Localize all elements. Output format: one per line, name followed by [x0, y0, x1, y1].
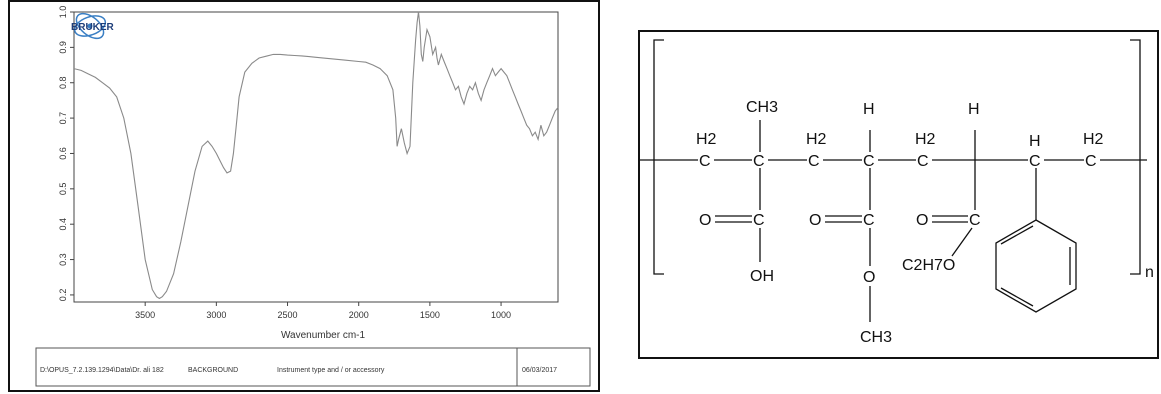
x-tick-label: 3500 [135, 310, 155, 320]
footer-box [35, 347, 591, 387]
label-c-carbonyl-3: C [969, 212, 981, 229]
label-c-carbonyl-2: C [863, 212, 875, 229]
label-h2-4: H2 [1083, 131, 1104, 148]
plot-frame [73, 11, 559, 303]
footer-mode: BACKGROUND [188, 367, 238, 374]
label-o-1: O [699, 212, 711, 229]
x-axis-label: Wavenumber cm-1 [281, 330, 366, 341]
x-tick-label: 3000 [206, 310, 226, 320]
left-bracket [653, 39, 664, 275]
x-tick-label: 2000 [349, 310, 369, 320]
atom-c1: C [699, 153, 711, 170]
label-h-phenyl: H [1029, 133, 1041, 150]
chart-axes: 3500 3000 2500 2000 1500 1000 0.2 0.3 0.4 0.5 0.6 0… [58, 6, 559, 320]
y-tick-label: 0.9 [58, 41, 68, 54]
y-tick-label: 0.8 [58, 76, 68, 89]
label-ch3-bottom: CH3 [860, 329, 892, 346]
ir-spectrum-panel: 3500 3000 2500 2000 1500 1000 0.2 0.3 0.4 0.5 0.6 0… [8, 0, 600, 392]
plot-area [73, 11, 559, 300]
atom-c6: C [1029, 153, 1041, 170]
bruker-logo-text: BRUKER [71, 22, 115, 33]
atom-c4: C [863, 153, 875, 170]
label-h2-2: H2 [806, 131, 827, 148]
y-tick-label: 0.7 [58, 112, 68, 125]
ir-spectrum-chart: 3500 3000 2500 2000 1500 1000 0.2 0.3 0.4 0.5 0.6 0… [35, 6, 591, 387]
label-h2-3: H2 [915, 131, 936, 148]
bruker-logo: BRUKER [71, 12, 115, 40]
x-tick-label: 1500 [420, 310, 440, 320]
label-h-top-2: H [968, 101, 980, 118]
label-o-2: O [809, 212, 821, 229]
spectrum-series-line [73, 11, 559, 300]
phenyl-ring [995, 219, 1077, 313]
right-bracket [1130, 39, 1141, 275]
label-ester-group: C2H7O [902, 257, 955, 274]
atom-labels: C C C C C C C H2 H2 H2 H2 H CH3 H H O C … [696, 99, 1104, 346]
y-tick-label: 0.6 [58, 147, 68, 160]
polymer-structure-diagram: n [640, 39, 1154, 346]
atom-c5: C [917, 153, 929, 170]
label-ch3-top: CH3 [746, 99, 778, 116]
repeat-index: n [1145, 264, 1154, 281]
footer-path: D:\OPUS_7.2.139.1294\Data\Dr. ali 182 [40, 367, 164, 374]
footer-date: 06/03/2017 [522, 367, 557, 374]
label-o-ether: O [863, 269, 875, 286]
backbone-bonds [640, 120, 1147, 322]
label-h2-1: H2 [696, 131, 717, 148]
footer-instrument: Instrument type and / or accessory [277, 367, 385, 374]
label-o-3: O [916, 212, 928, 229]
atom-c7: C [1085, 153, 1097, 170]
label-c-carbonyl-1: C [753, 212, 765, 229]
y-tick-label: 0.4 [58, 218, 68, 231]
y-tick-label: 0.3 [58, 253, 68, 266]
atom-c2: C [753, 153, 765, 170]
x-tick-label: 1000 [491, 310, 511, 320]
label-h-top-1: H [863, 101, 875, 118]
y-tick-label: 1.0 [58, 6, 68, 19]
label-oh: OH [750, 268, 774, 285]
polymer-structure-panel: n [638, 30, 1159, 359]
x-tick-label: 2500 [278, 310, 298, 320]
y-tick-label: 0.5 [58, 183, 68, 196]
y-tick-label: 0.2 [58, 289, 68, 302]
atom-c3: C [808, 153, 820, 170]
